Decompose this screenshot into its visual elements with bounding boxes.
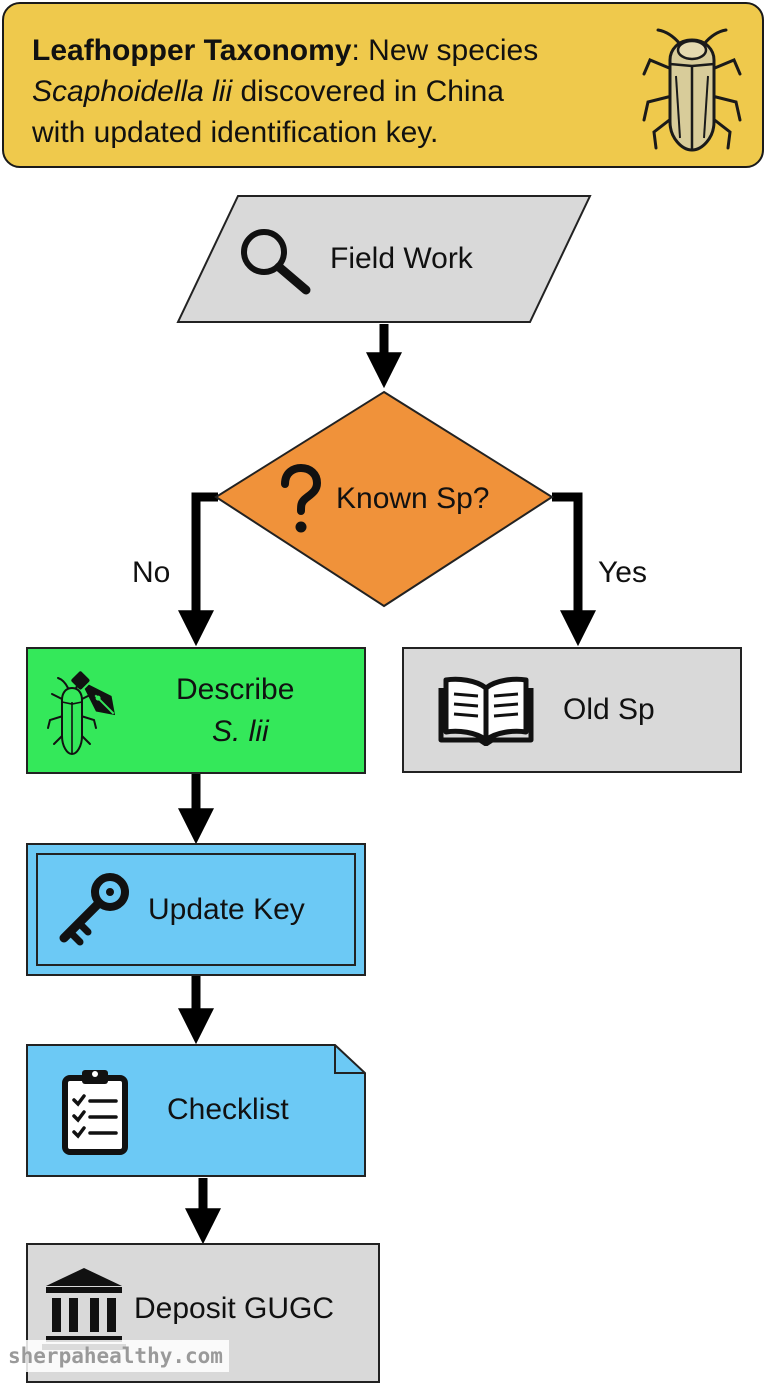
banner-line3: with updated identification key. — [32, 116, 439, 149]
update-key-label: Update Key — [148, 893, 305, 926]
edge-label-no: No — [132, 556, 171, 589]
field-work-label: Field Work — [330, 242, 473, 275]
banner-text: Leafhopper Taxonomy: New species Scaphoi… — [32, 30, 632, 153]
leafhopper-icon — [642, 28, 742, 152]
update-key-inner-border — [36, 853, 356, 966]
leafhopper-pen-icon — [47, 671, 116, 756]
arrow-decision-no — [178, 492, 218, 647]
banner-line2: discovered in China — [232, 75, 504, 108]
magnifier-icon — [241, 229, 311, 295]
banner-species: Scaphoidella lii — [32, 75, 233, 108]
header-banner: Leafhopper Taxonomy: New species Scaphoi… — [2, 2, 764, 168]
open-book-icon — [438, 676, 534, 746]
banner-title: Leafhopper Taxonomy — [32, 34, 352, 67]
museum-icon — [42, 1268, 126, 1350]
describe-label-line1: Describe — [176, 673, 295, 706]
known-sp-label: Known Sp? — [336, 482, 490, 515]
edge-label-yes: Yes — [598, 556, 647, 589]
banner-title-rest: : New species — [351, 34, 539, 67]
watermark-text: sherpahealthy.com — [2, 1340, 229, 1372]
clipboard-checklist-icon — [62, 1070, 128, 1155]
arrow-decision-yes — [552, 492, 596, 647]
deposit-label: Deposit GUGC — [134, 1292, 335, 1325]
key-icon — [59, 873, 129, 946]
question-icon — [281, 464, 322, 533]
old-sp-label: Old Sp — [563, 693, 655, 726]
node-update-key — [26, 843, 366, 976]
checklist-label: Checklist — [167, 1093, 289, 1126]
describe-label-line2: S. lii — [212, 715, 269, 748]
